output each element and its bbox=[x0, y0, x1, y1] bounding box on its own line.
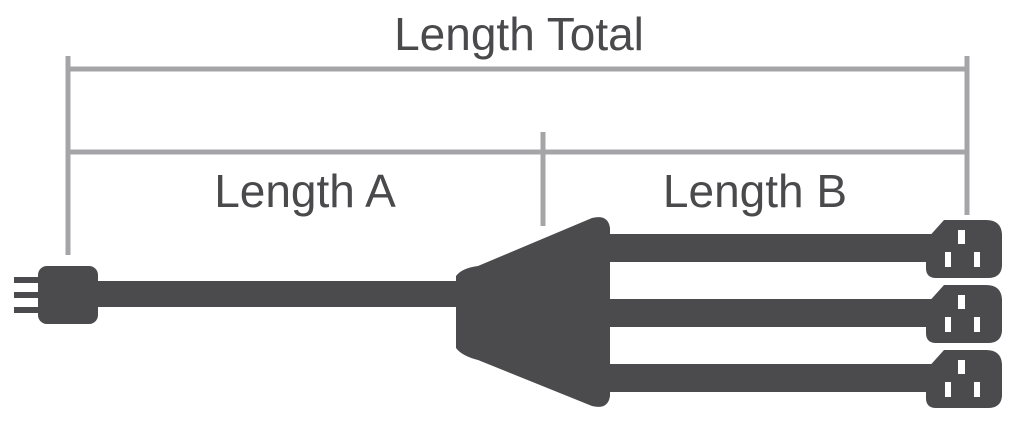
length-total-label: Length Total bbox=[394, 8, 644, 60]
female-connector-icon bbox=[926, 220, 1002, 278]
female-connector-icon bbox=[926, 350, 1002, 408]
cable-assembly bbox=[14, 217, 1002, 408]
output-cable-bottom bbox=[600, 364, 940, 392]
dimension-lines bbox=[65, 56, 970, 255]
plug-prong-bottom bbox=[14, 307, 42, 313]
length-a-label: Length A bbox=[214, 165, 396, 217]
main-cable bbox=[94, 281, 466, 307]
female-connector-icon bbox=[926, 285, 1002, 343]
length-b-label: Length B bbox=[663, 165, 847, 217]
output-cable-middle bbox=[600, 299, 940, 327]
output-cable-top bbox=[600, 234, 940, 262]
splitter-hub-icon bbox=[456, 217, 610, 407]
plug-body bbox=[38, 266, 98, 324]
male-plug-icon bbox=[14, 266, 98, 324]
plug-prong-middle bbox=[14, 292, 42, 298]
plug-prong-top bbox=[14, 277, 42, 283]
